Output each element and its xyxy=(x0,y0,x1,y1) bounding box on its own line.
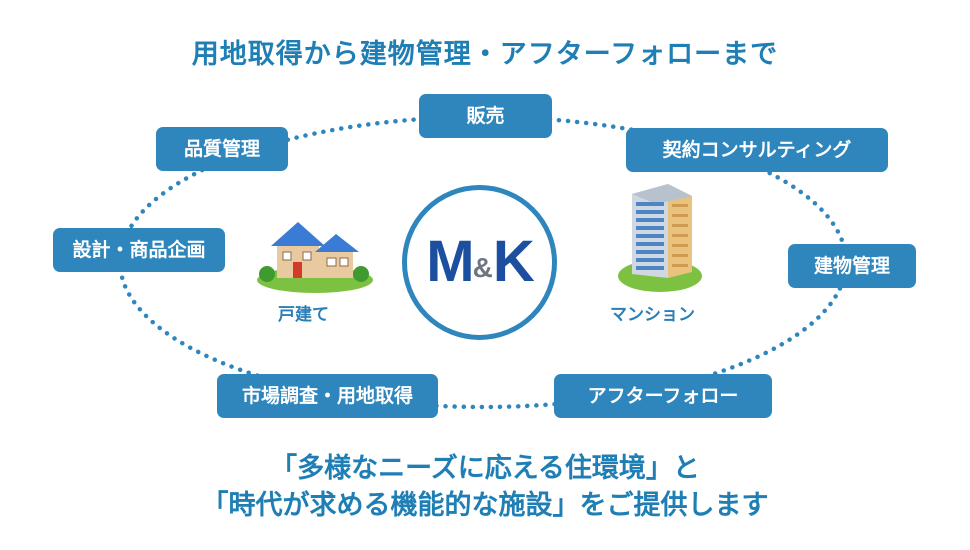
company-logo-circle: M&K xyxy=(402,185,557,340)
node-building-management: 建物管理 xyxy=(788,244,916,288)
mansion-label: マンション xyxy=(610,305,695,325)
node-design-planning: 設計・商品企画 xyxy=(53,228,225,272)
tagline-line-1: 「多様なニーズに応える住環境」と xyxy=(270,453,700,484)
company-logo: M&K xyxy=(426,229,534,294)
page-title: 用地取得から建物管理・アフターフォローまで xyxy=(191,39,779,70)
node-consulting: 契約コンサルティング xyxy=(626,128,888,172)
node-after-follow: アフターフォロー xyxy=(554,374,772,418)
house-icon xyxy=(257,222,373,293)
house-label: 戸建て xyxy=(278,305,329,325)
node-quality-management: 品質管理 xyxy=(156,127,288,171)
node-market-research: 市場調査・用地取得 xyxy=(217,374,438,418)
tagline-line-2: 「時代が求める機能的な施設」をご提供します xyxy=(201,490,769,521)
mansion-icon xyxy=(618,184,702,292)
node-sales: 販売 xyxy=(419,94,552,138)
